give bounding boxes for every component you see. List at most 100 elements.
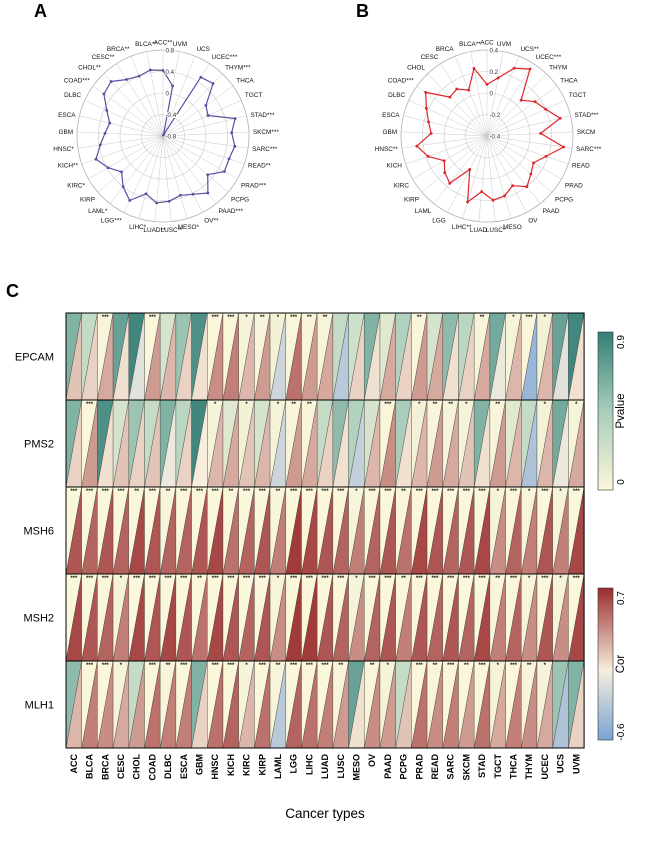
heatmap-column-label: PRAD [414,754,424,780]
radar-data-point [503,194,506,198]
radar-data-point [179,193,182,197]
significance-stars: ** [197,576,202,582]
heatmap-column-label: BRCA [100,754,110,780]
radar-data-point [106,166,110,170]
significance-stars: *** [322,576,330,582]
heatmap-column-label: LUAD [320,754,330,779]
radar-data-point [443,171,447,175]
significance-stars: ** [433,663,438,669]
significance-stars: *** [479,663,487,669]
radar-category-label: THCA [236,77,254,84]
significance-stars: ** [401,489,406,495]
radar-category-label: THYM [549,64,567,71]
panel-c-label: C [6,281,19,301]
radar-spoke [162,135,203,213]
heatmap-row-border [65,660,585,749]
significance-stars: ** [307,315,312,321]
radar-category-label: CESC** [92,54,115,61]
significance-stars: ** [307,402,312,408]
radar-spoke [478,135,488,222]
radar-category-label: DLBC [388,92,405,99]
radar-category-label: THCA [560,77,578,84]
radar-category-label: CESC [421,54,439,61]
radar-spoke [412,135,488,180]
radar-category-label: GBM [383,129,398,136]
radar-data-point [233,117,237,120]
significance-stars: *** [322,489,330,495]
significance-stars: ** [495,576,500,582]
significance-stars: *** [149,489,157,495]
radar-category-label: MESO [503,224,522,231]
radar-spoke [421,135,488,193]
significance-stars: ** [527,663,532,669]
radar-data-point [108,121,112,125]
radar-data-point [558,116,562,120]
significance-stars: * [559,576,562,582]
triangle-heatmap: ********************************EPCAM***… [15,312,627,821]
radar-data-point [125,78,129,81]
radar-spoke [162,131,249,137]
radar-data-point [511,184,515,188]
significance-stars: *** [133,576,141,582]
radar-data-point [466,200,470,204]
significance-stars: ** [291,402,296,408]
radar-data-point [206,191,210,195]
radar-tick-label: 0.4 [166,69,175,76]
heatmap-row-label: MSH2 [23,613,54,625]
significance-stars: *** [479,489,487,495]
radar-spoke [162,135,245,165]
radar-spoke [116,63,164,137]
radar-spoke [77,135,164,149]
radar-chart-a: 0.80.40-0.4-0.8ACC**UVMUCSUCEC***THYM***… [53,40,279,235]
radar-spoke [146,51,164,137]
significance-stars: *** [212,315,220,321]
radar-category-label: PAAD [543,208,560,215]
radar-category-label: BRCA [436,46,454,53]
significance-stars: * [559,489,562,495]
radar-spoke [486,135,573,149]
heatmap-column-label: SARC [446,754,456,780]
radar-spoke [88,135,164,180]
significance-stars: *** [306,663,314,669]
x-axis-title: Cancer types [285,806,365,821]
radar-category-label: HNSC** [375,146,399,153]
significance-stars: *** [369,576,377,582]
significance-stars: *** [526,315,534,321]
heatmap-column-label: ESCA [179,754,189,780]
significance-stars: *** [227,663,235,669]
radar-data-point [105,108,109,112]
significance-stars: * [387,663,390,669]
significance-stars: * [277,576,280,582]
legend-pvalue-min-label: 0 [616,479,627,485]
radar-spoke [162,135,188,219]
heatmap-column-label: COAD [147,754,157,781]
radar-spoke [84,100,164,137]
radar-spoke [79,115,164,137]
significance-stars: *** [541,489,549,495]
radar-category-label: LAML* [88,208,108,215]
significance-stars: * [528,576,531,582]
radar-spoke [486,63,534,137]
significance-stars: * [245,315,248,321]
radar-tick-label: 0.4 [490,48,499,55]
significance-stars: ** [417,315,422,321]
radar-category-label: LIHC** [452,224,472,231]
significance-stars: *** [149,315,157,321]
significance-stars: * [277,402,280,408]
radar-category-label: LGG [432,217,446,224]
heatmap-column-label: KIRC [242,754,252,776]
significance-stars: *** [180,489,188,495]
significance-stars: *** [290,576,298,582]
radar-category-label: PRAD*** [241,183,267,190]
panel-b-label: B [356,1,369,21]
radar-data-point [426,154,430,158]
heatmap-column-label: HNSC [210,754,220,780]
significance-stars: ** [166,489,171,495]
significance-stars: *** [337,489,345,495]
radar-spoke [97,135,164,193]
radar-spoke [486,56,520,137]
heatmap-column-label: LAML [273,754,283,779]
significance-stars: *** [180,576,188,582]
radar-spoke [454,56,488,137]
radar-data-point [230,131,234,135]
